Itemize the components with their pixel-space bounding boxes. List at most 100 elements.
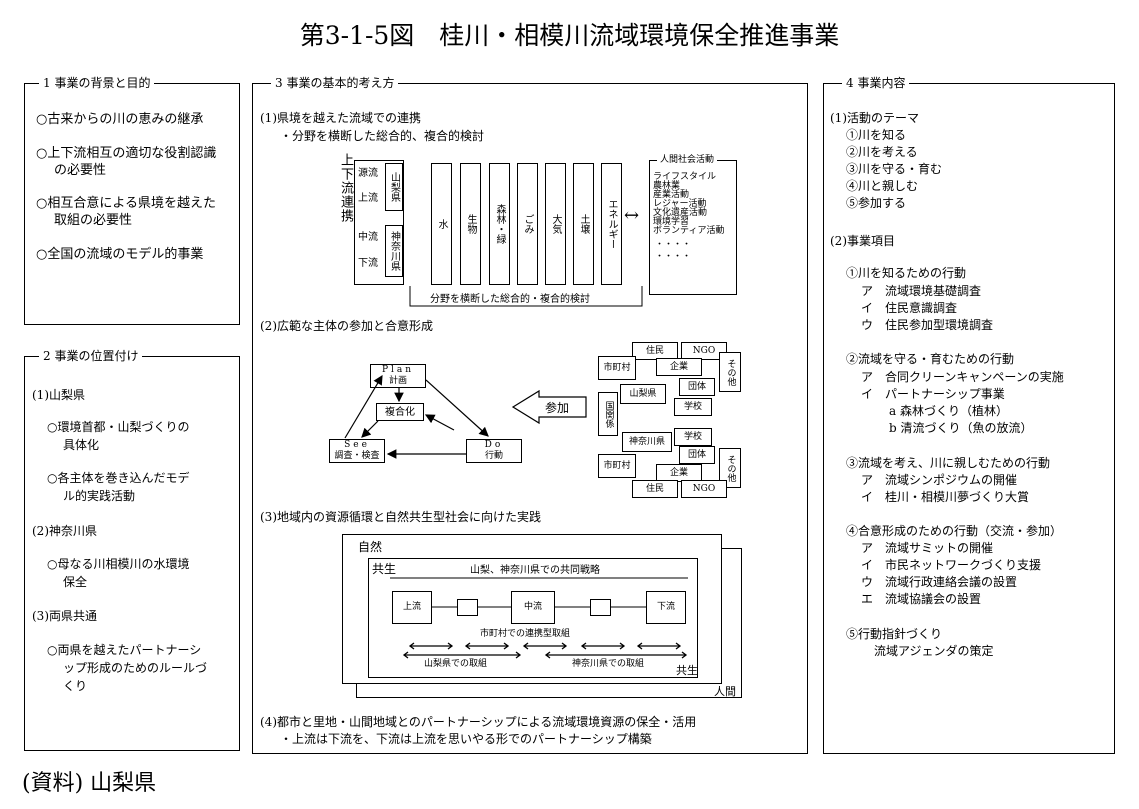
contents-line: エ 流域協議会の設置: [861, 592, 982, 606]
stakeholder-company: 企業: [656, 358, 702, 376]
contents-line: ④川と親しむ: [846, 179, 919, 193]
field-water: 水: [431, 163, 452, 285]
position-line: ップ形成のためのルールづ: [63, 661, 208, 675]
upstream-downstream-label: 上下流連携: [338, 153, 353, 223]
contents-line: イ 桂川・相模川夢づくり大賞: [861, 490, 1030, 504]
background-item: ○全国の流域のモデル的事業: [36, 247, 204, 262]
section-contents-header: 4 事業内容: [842, 75, 910, 91]
activity-item: ・・・・: [655, 240, 692, 250]
stakeholder-municipality: 市町村: [598, 356, 636, 380]
do-jp: 行動: [484, 451, 503, 461]
field-air: 大気: [545, 163, 566, 285]
field-garbage: ごみ: [517, 163, 538, 285]
coexistence-label-2: 共生: [676, 664, 698, 677]
approach-heading-3: (3)地域内の資源循環と自然共生型社会に向けた実践: [260, 510, 542, 524]
section-background-header: 1 事業の背景と目的: [39, 75, 155, 91]
approach-heading-1: (1)県境を越えた流域での連携: [260, 111, 421, 125]
field-forest: 森林・緑: [489, 163, 510, 285]
kanagawa-initiative-label: 神奈川県での取組: [572, 659, 645, 669]
contents-line: ③流域を考え、川に親しむための行動: [846, 456, 1051, 470]
position-line: ○母なる川相模川の水環境: [47, 557, 190, 571]
stakeholder-residents: 住民: [632, 342, 678, 360]
position-line: ○両県を越えたパートナーシ: [47, 643, 202, 657]
activity-item: 環境学習: [653, 217, 690, 227]
node-upstream: 上流: [392, 591, 432, 624]
nature-label: 自然: [358, 540, 383, 554]
position-line: ル的実践活動: [63, 489, 136, 503]
section-contents: 4 事業内容: [823, 75, 1115, 754]
stakeholder-kanagawa: 神奈川県: [622, 432, 672, 452]
section-positioning: 2 事業の位置付け: [24, 348, 240, 751]
composite-box: 複合化: [376, 403, 424, 421]
background-item: 取組の必要性: [54, 213, 133, 228]
contents-line: イ パートナーシップ事業: [861, 387, 1005, 401]
stakeholder-other: その他: [719, 448, 741, 488]
contents-line: (2)事業項目: [830, 234, 895, 248]
human-label: 人間: [714, 685, 736, 698]
stakeholder-other: その他: [719, 352, 741, 392]
contents-line: ②流域を守る・育むための行動: [846, 352, 1015, 366]
background-item: ○上下流相互の適切な役割認識: [36, 146, 217, 161]
activity-item: 文化遺産活動: [653, 208, 708, 218]
contents-line: ④合意形成のための行動（交流・参加）: [846, 524, 1063, 538]
approach-heading-2: (2)広範な主体の参加と合意形成: [260, 319, 433, 333]
coexistence-box: [368, 558, 698, 678]
human-activity-title: 人間社会活動: [657, 155, 718, 166]
approach-subheading-1: ・分野を横断した総合的、複合的検討: [280, 129, 485, 143]
stakeholder-municipality: 市町村: [598, 454, 636, 478]
contents-line: イ 市民ネットワークづくり支援: [861, 558, 1042, 572]
activity-item: 農林業: [653, 181, 681, 191]
yamanashi-box: 山梨県: [385, 163, 403, 211]
background-item: ○相互合意による県境を越えた: [36, 196, 216, 211]
background-item: ○古来からの川の恵みの継承: [36, 112, 204, 127]
section-basic-approach: 3 事業の基本的考え方: [252, 75, 808, 754]
cross-field-label: 分野を横断した総合的・複合的検討: [430, 294, 590, 305]
position-line: ○各主体を巻き込んだモデ: [47, 471, 190, 485]
node-midstream: 中流: [511, 591, 555, 624]
pref-bracket: [354, 160, 404, 285]
row-label-karyu: 下流: [358, 258, 378, 269]
row-label-genryu: 源流: [358, 168, 378, 179]
stakeholder-group: 団体: [679, 446, 715, 464]
page-title: 第3-1-5図 桂川・相模川流域環境保全推進事業: [299, 21, 840, 50]
activity-item: ライフスタイル: [653, 172, 717, 182]
contents-line: a 森林づくり（植林）: [889, 404, 1008, 418]
stakeholder-school: 学校: [674, 398, 712, 416]
contents-line: ア 流域環境基礎調査: [861, 284, 982, 298]
see-jp: 調査・検査: [334, 451, 380, 461]
section-basic-approach-header: 3 事業の基本的考え方: [271, 75, 399, 91]
stakeholder-yamanashi: 山梨県: [620, 384, 666, 404]
contents-line: 流域アジェンダの策定: [874, 644, 994, 658]
coexistence-label: 共生: [372, 562, 397, 576]
activity-item: ボランティア活動: [653, 226, 725, 236]
see-en: See: [344, 440, 370, 450]
field-energy: エネルギー: [601, 163, 622, 285]
plan-jp: 計画: [388, 376, 407, 386]
activity-item: ・・・・: [655, 252, 692, 262]
contents-line: ウ 住民参加型環境調査: [861, 318, 994, 332]
contents-line: b 清流づくり（魚の放流）: [889, 421, 1033, 435]
position-line: (1)山梨県: [32, 388, 85, 402]
position-line: 保全: [63, 575, 88, 589]
position-line: (2)神奈川県: [32, 524, 97, 538]
position-line: ○環境首都・山梨づくりの: [47, 420, 190, 434]
position-line: 具体化: [63, 438, 100, 452]
contents-line: ウ 流域行政連絡会議の設置: [861, 575, 1018, 589]
contents-line: (1)活動のテーマ: [830, 111, 919, 125]
contents-line: ①川を知る: [846, 128, 907, 142]
cycle-arrows: [344, 374, 587, 459]
stakeholder-national: 国関係: [598, 392, 618, 436]
section-background: 1 事業の背景と目的: [24, 75, 240, 325]
approach-subheading-4: ・上流は下流を、下流は上流を思いやる形でのパートナーシップ構築: [280, 732, 652, 746]
plan-en: Plan: [381, 365, 415, 375]
background-item: の必要性: [54, 163, 107, 178]
stakeholder-company: 企業: [656, 464, 702, 482]
stakeholder-ngo: NGO: [681, 480, 727, 498]
contents-line: ア 流域シンポジウムの開催: [861, 473, 1018, 487]
contents-line: ②川を考える: [846, 145, 918, 159]
source-note: (資料) 山梨県: [22, 771, 157, 796]
contents-line: イ 住民意識調査: [861, 301, 958, 315]
double-arrow-icon: ↔: [624, 205, 640, 226]
